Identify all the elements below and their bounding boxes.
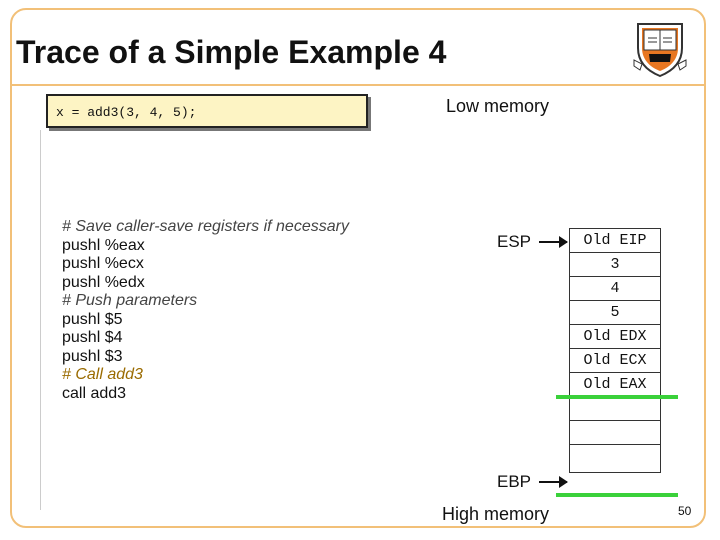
esp-pointer-arrow <box>539 236 568 248</box>
stack-cell: 3 <box>570 253 660 277</box>
esp-label: ESP <box>497 232 532 251</box>
stack-cell <box>570 421 660 445</box>
stack-cell: Old EIP <box>570 229 660 253</box>
call-statement-box: x = add3(3, 4, 5); <box>46 94 368 128</box>
high-memory-label: High memory <box>442 504 550 524</box>
stack-diagram: Old EIP 3 4 5 Old EDX Old ECX Old EAX <box>569 228 661 473</box>
left-margin-rule <box>40 130 41 510</box>
slide-frame <box>10 8 706 528</box>
stack-cell: Old EDX <box>570 325 660 349</box>
stack-cell: 5 <box>570 301 660 325</box>
asm-line: pushl $3 <box>62 347 123 365</box>
stack-cell: Old ECX <box>570 349 660 373</box>
slide-title: Trace of a Simple Example 4 <box>16 34 447 70</box>
asm-line-comment: # Save caller-save registers if necessar… <box>62 218 349 235</box>
stack-cell <box>570 445 660 473</box>
asm-line: pushl %eax <box>62 236 145 254</box>
ebp-pointer-arrow <box>539 476 568 488</box>
asm-line-highlight: # Call add3 <box>62 366 143 383</box>
princeton-shield-icon <box>633 23 687 78</box>
asm-line: pushl %ecx <box>62 255 144 272</box>
asm-line: call add3 <box>62 384 127 402</box>
caller-frame-top-marker <box>556 395 678 399</box>
page-number: 50 <box>678 504 692 518</box>
caller-frame-bottom-marker <box>556 493 678 497</box>
asm-line: pushl $4 <box>62 329 123 346</box>
stack-cell <box>570 397 660 421</box>
assembly-listing: # Save caller-save registers if necessar… <box>62 218 349 403</box>
stack-cell: 4 <box>570 277 660 301</box>
asm-line: pushl $5 <box>62 310 123 328</box>
ebp-label: EBP <box>497 472 532 491</box>
title-divider <box>12 84 706 86</box>
call-statement-text: x = add3(3, 4, 5); <box>56 105 197 120</box>
asm-line: pushl %edx <box>62 273 145 291</box>
asm-line-comment: # Push parameters <box>62 292 198 309</box>
low-memory-label: Low memory <box>446 96 550 116</box>
stack-cell: Old EAX <box>570 373 660 397</box>
